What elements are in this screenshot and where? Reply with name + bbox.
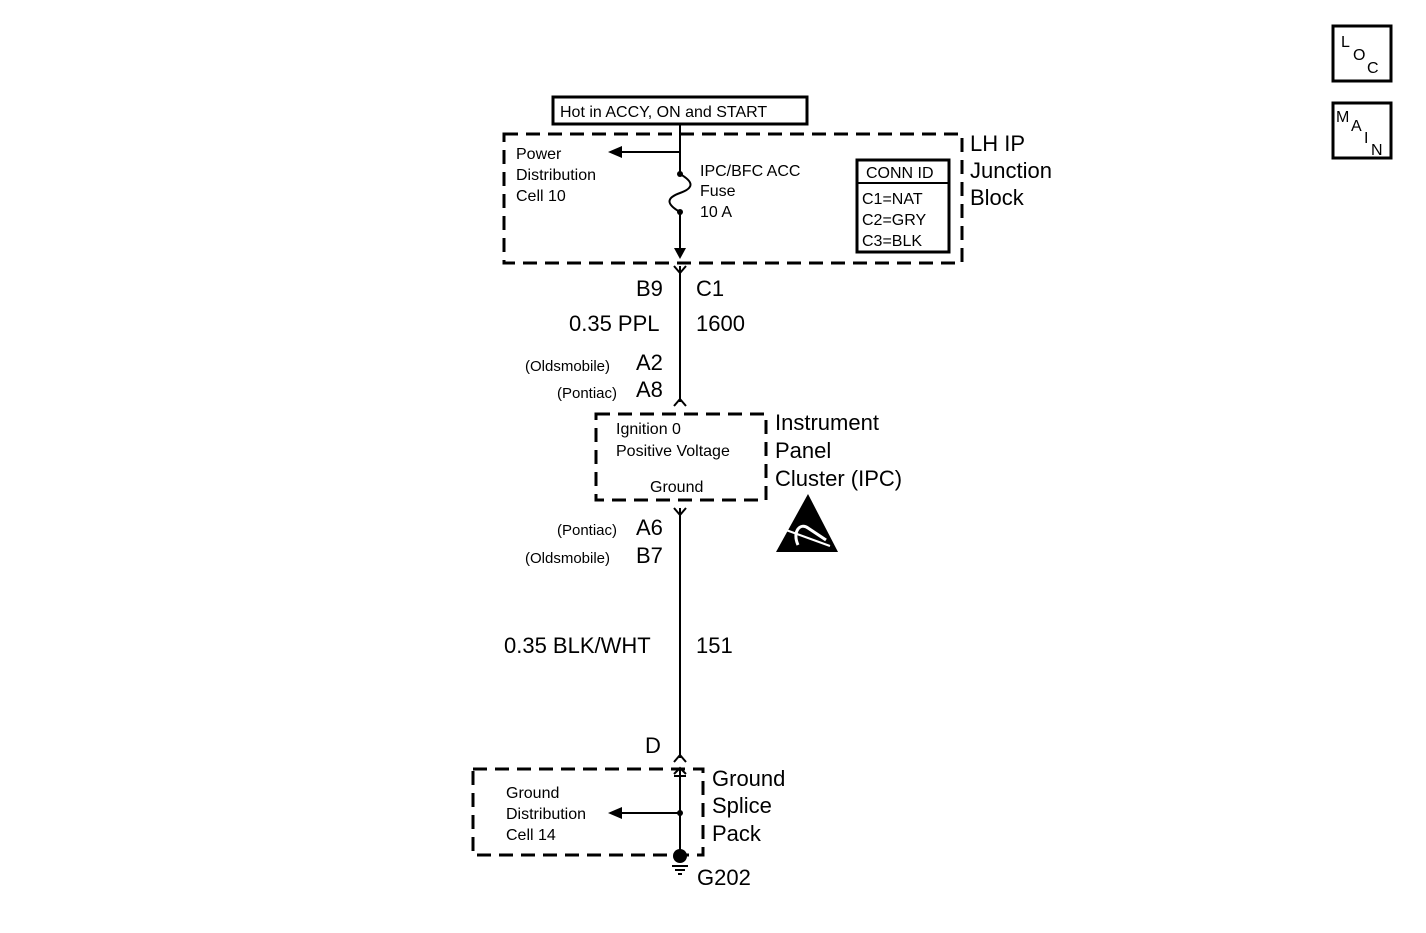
conn-id-table: CONN ID C1=NAT C2=GRY C3=BLK <box>855 158 951 254</box>
pin-b7-label: B7 <box>636 543 663 568</box>
ground-dist-arrow-icon <box>608 807 622 819</box>
fuse-label: IPC/BFC ACC Fuse 10 A <box>700 163 800 221</box>
svg-text:Splice: Splice <box>712 793 772 818</box>
pin-c1-label: C1 <box>696 276 724 301</box>
ground-splice-name: Ground Splice Pack <box>712 766 785 846</box>
pin-a6-label: A6 <box>636 515 663 540</box>
main-letter-n: N <box>1371 142 1383 159</box>
wire-151-circuit-number: 151 <box>696 633 733 658</box>
ground-splice-outline <box>471 767 705 857</box>
pin-a2-label: A2 <box>636 350 663 375</box>
svg-text:Hot in ACCY, ON and START: Hot in ACCY, ON and START <box>560 104 767 121</box>
wire-1600-circuit-number: 1600 <box>696 311 745 336</box>
pin-d-label: D <box>645 733 661 758</box>
svg-text:IPC/BFC ACC: IPC/BFC ACC <box>700 163 800 180</box>
ipc-name: Instrument Panel Cluster (IPC) <box>775 410 902 491</box>
pin-a6-note: (Pontiac) <box>557 522 617 539</box>
ground-distribution-ref[interactable]: Ground Distribution Cell 14 <box>506 785 586 844</box>
svg-text:Instrument: Instrument <box>775 410 879 435</box>
svg-text:LH IP: LH IP <box>970 131 1025 156</box>
ipc-outline <box>594 412 768 502</box>
ground-icon <box>672 849 688 875</box>
pin-b7-note: (Oldsmobile) <box>525 550 610 567</box>
main-letter-a: A <box>1351 118 1362 135</box>
svg-text:Pack: Pack <box>712 821 762 846</box>
main-letter-m: M <box>1336 109 1349 126</box>
svg-text:Junction: Junction <box>970 158 1052 183</box>
svg-text:Distribution: Distribution <box>516 167 596 184</box>
pin-a2-note: (Oldsmobile) <box>525 358 610 375</box>
conn-id-row: C2=GRY <box>862 212 927 229</box>
junction-block-name: LH IP Junction Block <box>970 131 1052 210</box>
main-button[interactable]: M A I N <box>1331 101 1393 160</box>
loc-button[interactable]: L O C <box>1331 24 1393 83</box>
loc-letter-o: O <box>1353 47 1365 64</box>
wire-1600-size-color: 0.35 PPL <box>569 311 660 336</box>
esd-warning-icon <box>776 494 838 552</box>
power-source-label: Hot in ACCY, ON and START <box>551 95 809 126</box>
svg-text:Distribution: Distribution <box>506 806 586 823</box>
conn-id-row: C1=NAT <box>862 191 923 208</box>
pin-a8-note: (Pontiac) <box>557 385 617 402</box>
svg-text:10 A: 10 A <box>700 204 732 221</box>
connector-d-symbol <box>673 753 687 763</box>
svg-text:Power: Power <box>516 146 562 163</box>
svg-text:Positive Voltage: Positive Voltage <box>616 443 730 460</box>
svg-text:Ground: Ground <box>506 785 559 802</box>
fuse-icon <box>668 173 692 213</box>
svg-text:Cell 14: Cell 14 <box>506 827 556 844</box>
loc-letter-l: L <box>1341 34 1350 51</box>
pin-a8-label: A8 <box>636 377 663 402</box>
svg-text:Fuse: Fuse <box>700 183 736 200</box>
fuse-output-arrow-icon <box>674 248 686 259</box>
ground-id-label: G202 <box>697 865 751 890</box>
svg-text:Panel: Panel <box>775 438 831 463</box>
power-dist-arrow-icon <box>608 146 622 158</box>
pin-b9-label: B9 <box>636 276 663 301</box>
conn-id-row: C3=BLK <box>862 233 922 250</box>
ipc-ground-label: Ground <box>650 479 703 496</box>
svg-text:Ignition 0: Ignition 0 <box>616 421 681 438</box>
loc-letter-c: C <box>1367 60 1379 77</box>
power-distribution-ref[interactable]: Power Distribution Cell 10 <box>516 146 596 205</box>
svg-text:Cluster (IPC): Cluster (IPC) <box>775 466 902 491</box>
svg-text:Ground: Ground <box>712 766 785 791</box>
wire-151-size-color: 0.35 BLK/WHT <box>504 633 651 658</box>
svg-text:Cell 10: Cell 10 <box>516 188 566 205</box>
connector-a2-a8-symbol <box>673 397 687 407</box>
junction-block-outline <box>502 132 964 265</box>
svg-text:Block: Block <box>970 185 1025 210</box>
main-letter-i: I <box>1364 130 1368 147</box>
conn-id-title: CONN ID <box>866 165 934 182</box>
ipc-inner-label: Ignition 0 Positive Voltage Ground <box>616 421 730 496</box>
